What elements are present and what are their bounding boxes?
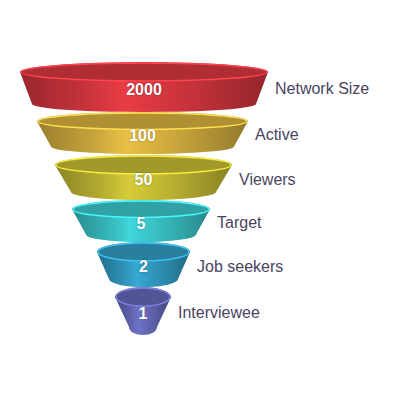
- funnel-band: 5Target: [72, 200, 210, 242]
- band-body: [115, 287, 171, 335]
- stage-count: 1: [139, 305, 148, 323]
- funnel-band: 2000Network Size: [20, 62, 268, 112]
- stage-label: Interviewee: [178, 304, 260, 322]
- stage-count: 2000: [126, 81, 162, 99]
- stage-label: Network Size: [275, 80, 369, 98]
- stage-count: 100: [129, 127, 156, 145]
- stage-count: 50: [135, 171, 153, 189]
- stage-label: Active: [255, 126, 299, 144]
- stage-label: Target: [217, 214, 261, 232]
- funnel-band: 100Active: [37, 112, 248, 154]
- funnel-band: 1Interviewee: [115, 287, 171, 335]
- stage-label: Viewers: [239, 171, 296, 189]
- funnel-band: 50Viewers: [55, 155, 232, 200]
- band-rim: [21, 63, 267, 81]
- funnel-band: 2Job seekers: [97, 242, 190, 287]
- band-rim: [116, 288, 170, 306]
- stage-count: 5: [137, 215, 146, 233]
- band-body: [55, 155, 232, 200]
- band-body: [72, 200, 210, 242]
- stage-count: 2: [139, 258, 148, 276]
- band-body: [20, 62, 268, 112]
- band-rim: [56, 156, 231, 174]
- band-body: [97, 242, 190, 287]
- band-rim: [98, 243, 189, 261]
- band-body: [37, 112, 248, 154]
- stage-label: Job seekers: [197, 258, 283, 276]
